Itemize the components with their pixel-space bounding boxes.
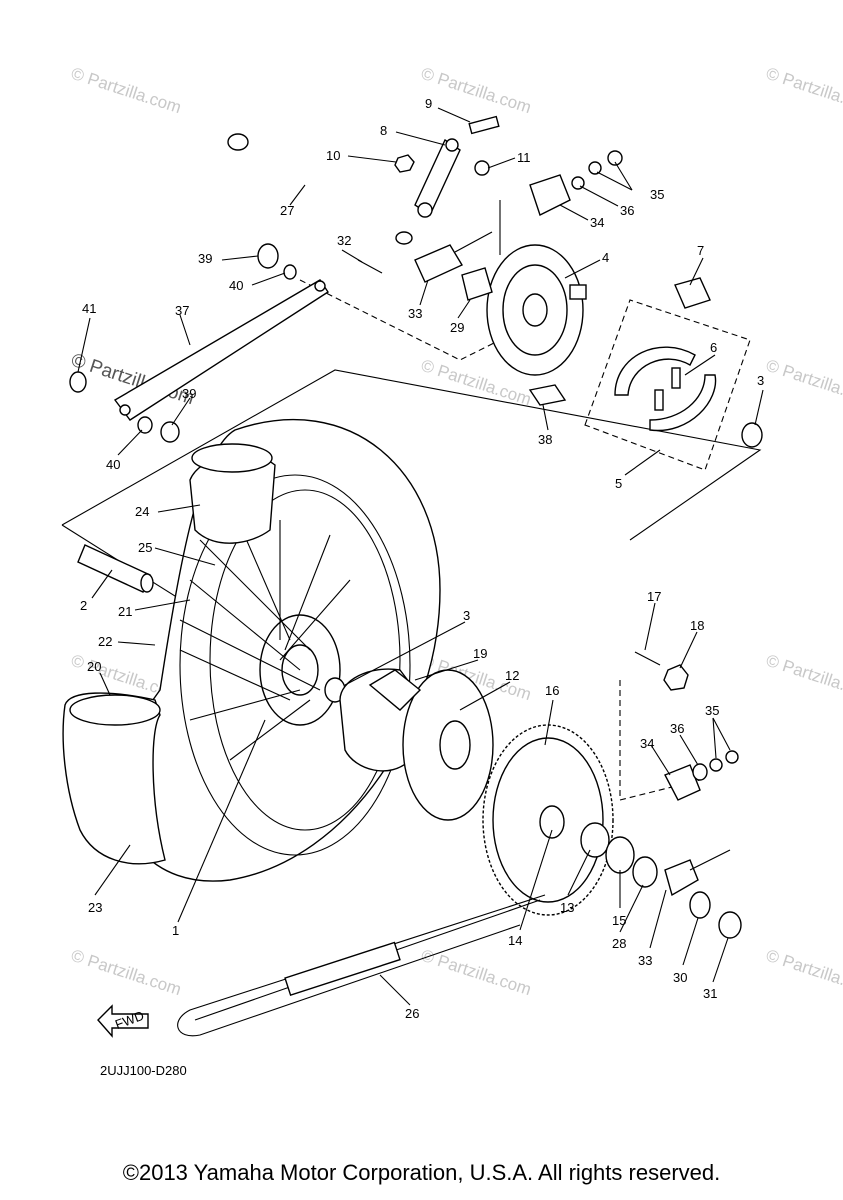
torque-arm — [113, 279, 329, 421]
callout-21: 21 — [118, 604, 132, 619]
callout-18: 18 — [690, 618, 704, 633]
watermark: © Partzilla.com — [764, 356, 843, 409]
callout-33: 33 — [408, 306, 422, 321]
callout-27: 27 — [280, 203, 294, 218]
callout-24: 24 — [135, 504, 149, 519]
callout-1: 1 — [172, 923, 179, 938]
callout-20: 20 — [87, 659, 101, 674]
callout-25: 25 — [138, 540, 152, 555]
callout-15: 15 — [612, 913, 626, 928]
callout-9: 9 — [425, 96, 432, 111]
part-code: 2UJJ100-D280 — [100, 1063, 187, 1078]
callout-26: 26 — [405, 1006, 419, 1021]
callout-34: 34 — [640, 736, 654, 751]
watermark: © Partzilla.com — [69, 64, 184, 117]
callout-28: 28 — [612, 936, 626, 951]
spokes — [179, 520, 351, 761]
callout-7: 7 — [697, 243, 704, 258]
watermark: © Partzilla.com — [69, 946, 184, 999]
callout-37: 37 — [175, 303, 189, 318]
upper-small-parts — [69, 115, 711, 711]
callout-41: 41 — [82, 301, 96, 316]
callout-30: 30 — [673, 970, 687, 985]
callout-16: 16 — [545, 683, 559, 698]
rear-axle — [227, 133, 413, 245]
callout-23: 23 — [88, 900, 102, 915]
callout-34: 34 — [590, 215, 604, 230]
callout-17: 17 — [647, 589, 661, 604]
callout-36: 36 — [620, 203, 634, 218]
sprocket-hub — [339, 668, 494, 821]
callout-32: 32 — [337, 233, 351, 248]
callout-19: 19 — [473, 646, 487, 661]
forward-arrow-icon: FWD — [97, 1004, 149, 1038]
watermark: © Partzilla.com — [764, 64, 843, 117]
callout-39: 39 — [198, 251, 212, 266]
leader-lines — [77, 107, 764, 1006]
rear-wheel — [62, 419, 441, 882]
callout-3: 3 — [463, 608, 470, 623]
callout-29: 29 — [450, 320, 464, 335]
callout-5: 5 — [615, 476, 622, 491]
callout-40: 40 — [106, 457, 120, 472]
callout-13: 13 — [560, 900, 574, 915]
callout-4: 4 — [602, 250, 609, 265]
callout-11: 11 — [517, 150, 531, 165]
callout-22: 22 — [98, 634, 112, 649]
callout-38: 38 — [538, 432, 552, 447]
callout-labels: 1 2 3 3 4 5 6 7 8 9 10 11 12 13 14 15 16… — [80, 96, 764, 1021]
callout-2: 2 — [80, 598, 87, 613]
callout-39: 39 — [182, 386, 196, 401]
callout-31: 31 — [703, 986, 717, 1001]
callout-14: 14 — [508, 933, 522, 948]
brake-drum-plate — [486, 244, 587, 376]
drive-chain — [177, 894, 546, 1037]
watermark: © Partzilla.com — [419, 64, 534, 117]
callout-12: 12 — [505, 668, 519, 683]
copyright-footer: ©2013 Yamaha Motor Corporation, U.S.A. A… — [122, 1160, 721, 1185]
callout-8: 8 — [380, 123, 387, 138]
callout-33: 33 — [638, 953, 652, 968]
callout-36: 36 — [670, 721, 684, 736]
watermark: © Partzilla.com — [764, 651, 843, 704]
axle-right-parts — [580, 822, 742, 939]
callout-6: 6 — [710, 340, 717, 355]
callout-3: 3 — [757, 373, 764, 388]
callout-40: 40 — [229, 278, 243, 293]
callout-10: 10 — [326, 148, 340, 163]
callout-35: 35 — [705, 703, 719, 718]
brake-shoes — [584, 299, 763, 471]
rear-sprocket — [482, 724, 614, 916]
callout-35: 35 — [650, 187, 664, 202]
watermark: © Partzilla.com — [764, 946, 843, 999]
lower-right-parts — [634, 651, 739, 801]
